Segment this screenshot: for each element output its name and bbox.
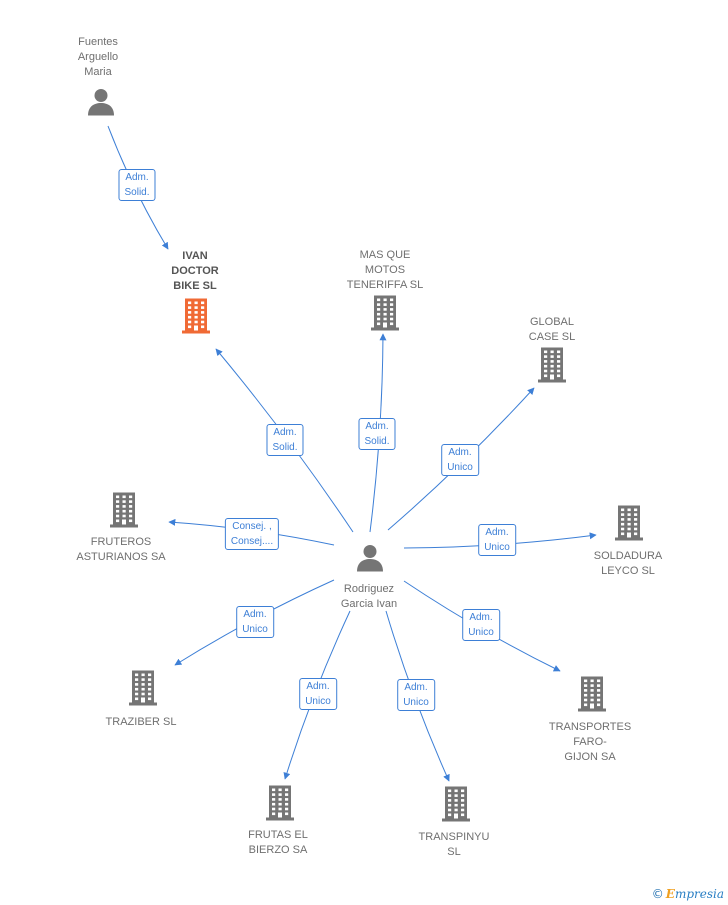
- edge-label[interactable]: Adm. Solid.: [266, 424, 304, 456]
- edge-label[interactable]: Adm. Unico: [462, 609, 500, 641]
- copyright-icon: ©: [651, 887, 664, 901]
- building-icon[interactable]: [109, 492, 139, 533]
- building-icon[interactable]: [128, 670, 158, 711]
- edge-label[interactable]: Consej. , Consej....: [224, 518, 280, 550]
- building-icon[interactable]: [614, 505, 644, 546]
- building-icon[interactable]: [370, 295, 400, 336]
- node-label-soldadura[interactable]: SOLDADURA LEYCO SL: [593, 550, 663, 577]
- node-label-rodriguez[interactable]: Rodriguez Garcia Ivan: [340, 583, 398, 610]
- person-icon[interactable]: [86, 87, 116, 122]
- edge-label[interactable]: Adm. Unico: [478, 524, 516, 556]
- edge-label[interactable]: Adm. Unico: [299, 678, 337, 710]
- node-label-fuentes[interactable]: Fuentes Arguello Maria: [77, 36, 119, 78]
- person-icon[interactable]: [355, 543, 385, 578]
- building-icon[interactable]: [265, 785, 295, 826]
- edge-label[interactable]: Adm. Unico: [236, 606, 274, 638]
- brand-logo[interactable]: ©Empresia: [651, 887, 724, 901]
- node-label-transportes[interactable]: TRANSPORTES FARO- GIJON SA: [548, 721, 632, 763]
- node-label-ivan[interactable]: IVAN DOCTOR BIKE SL: [171, 250, 219, 292]
- edge-label[interactable]: Adm. Unico: [441, 444, 479, 476]
- node-label-traziber[interactable]: TRAZIBER SL: [105, 716, 177, 728]
- building-icon[interactable]: [577, 676, 607, 717]
- node-label-masque[interactable]: MAS QUE MOTOS TENERIFFA SL: [346, 249, 424, 291]
- building-icon[interactable]: [537, 347, 567, 388]
- edge-label[interactable]: Adm. Unico: [397, 679, 435, 711]
- node-label-frutas[interactable]: FRUTAS EL BIERZO SA: [248, 829, 308, 856]
- edge-label[interactable]: Adm. Solid.: [118, 169, 156, 201]
- node-label-transpinyu[interactable]: TRANSPINYU SL: [418, 831, 490, 858]
- building-icon[interactable]: [441, 786, 471, 827]
- node-label-fruteros[interactable]: FRUTEROS ASTURIANOS SA: [76, 536, 166, 563]
- building-icon[interactable]: [181, 298, 211, 339]
- edge-label[interactable]: Adm. Solid.: [358, 418, 396, 450]
- node-label-global[interactable]: GLOBAL CASE SL: [528, 316, 576, 343]
